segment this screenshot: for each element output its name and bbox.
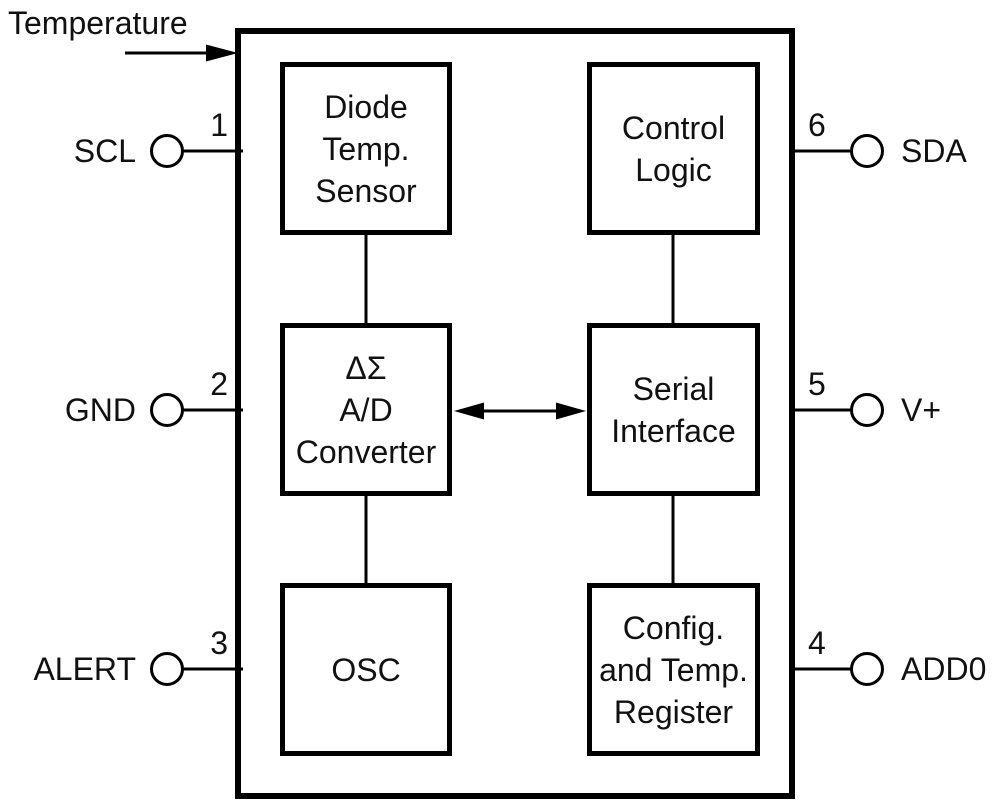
bidirectional-arrow: [454, 402, 586, 420]
pin-1-number: 1: [210, 107, 228, 143]
block-config-temp-register: Config. and Temp. Register: [587, 583, 760, 756]
pin-alert-label: ALERT: [33, 651, 136, 687]
pin-3-terminal: [150, 652, 184, 686]
block-delta-sigma-ad-converter: ΔΣ A/D Converter: [280, 323, 452, 496]
block-control-logic: Control Logic: [587, 62, 760, 235]
temperature-arrow: [125, 44, 238, 62]
pin-terminals: [150, 134, 884, 686]
pin-4-terminal: [850, 652, 884, 686]
pin-2-terminal: [150, 393, 184, 427]
pin-2-number: 2: [210, 366, 228, 402]
block-diode-temp-sensor: Diode Temp. Sensor: [280, 62, 452, 235]
pin-5-number: 5: [808, 366, 826, 402]
pin-3-number: 3: [210, 625, 228, 661]
ic-boundary: [235, 28, 795, 799]
block-serial-interface: Serial Interface: [587, 323, 760, 496]
pin-gnd-label: GND: [64, 392, 136, 428]
pin-vplus-label: V+: [901, 392, 942, 428]
pin-6-terminal: [850, 134, 884, 168]
pin-4-number: 4: [808, 625, 826, 661]
pin-1-terminal: [150, 134, 184, 168]
pin-scl-label: SCL: [73, 133, 136, 169]
pin-sda-label: SDA: [901, 133, 967, 169]
pin-6-number: 6: [808, 107, 826, 143]
pin-add0-label: ADD0: [901, 651, 987, 687]
block-osc: OSC: [280, 583, 452, 756]
temperature-input-label: Temperature: [8, 5, 188, 41]
pin-5-terminal: [850, 393, 884, 427]
